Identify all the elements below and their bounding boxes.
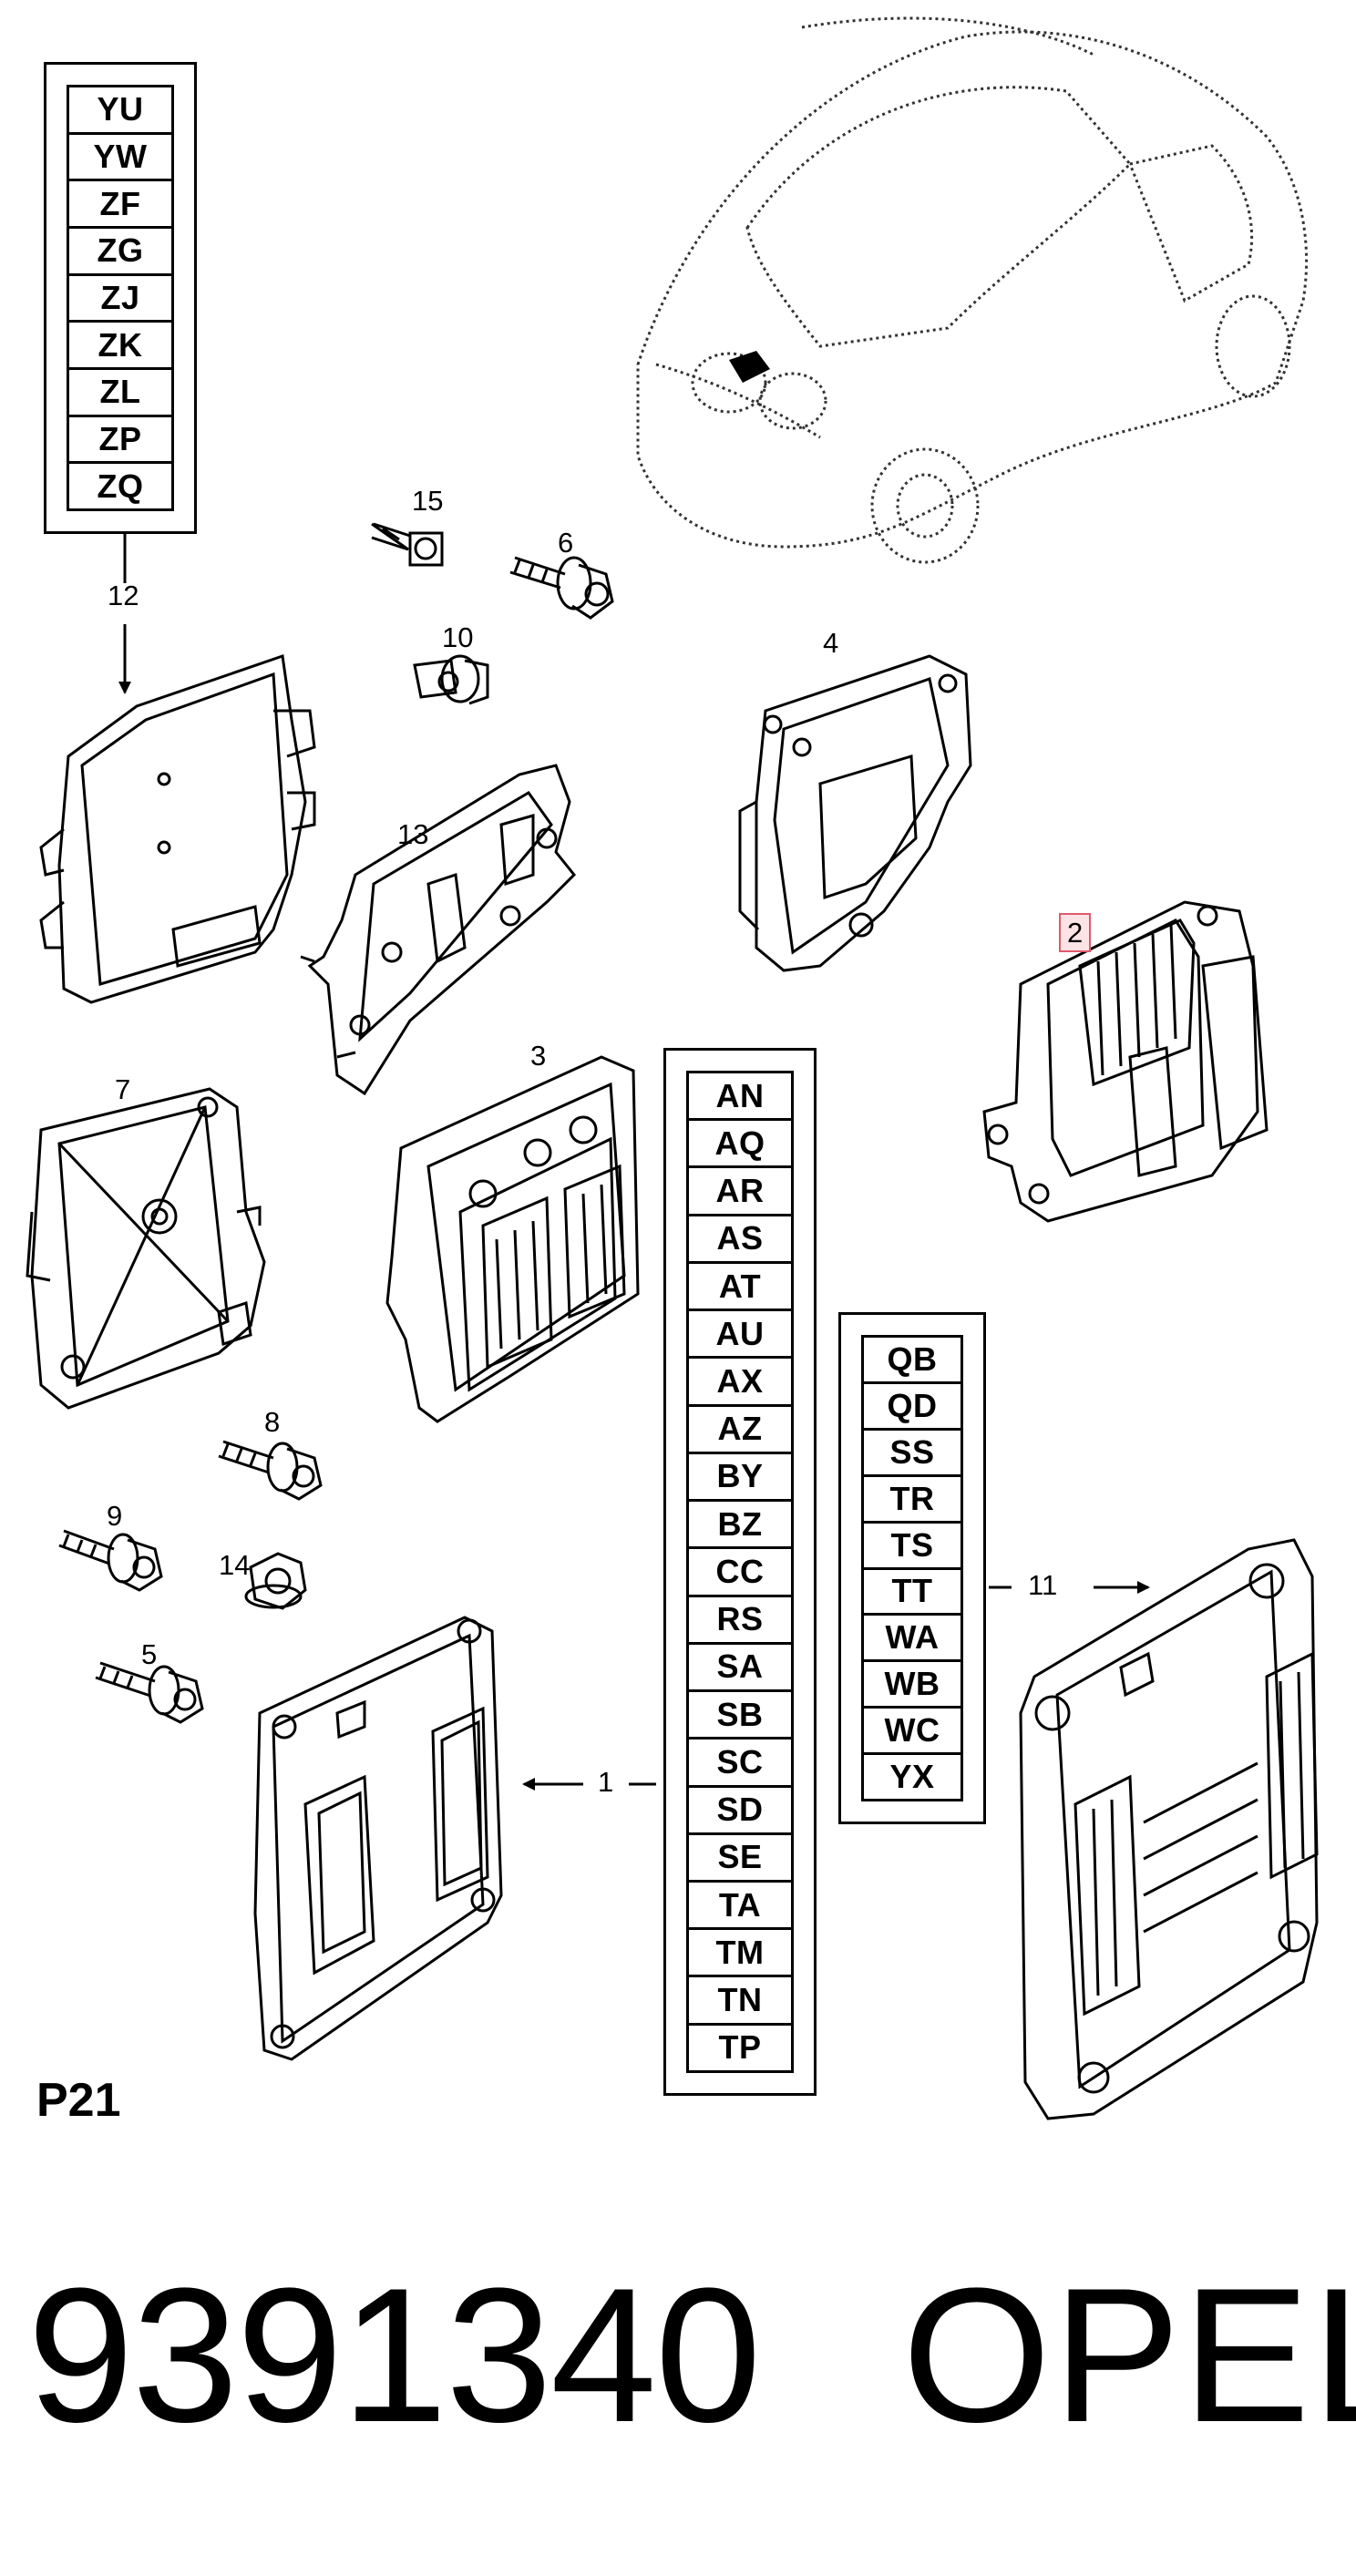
callout-8: 8 bbox=[264, 1406, 281, 1438]
brand-heading: OPEL bbox=[902, 2248, 1356, 2462]
callout-1: 1 bbox=[598, 1766, 614, 1798]
code-cell: WB bbox=[864, 1662, 960, 1709]
part-13-mounting-bracket bbox=[300, 764, 577, 1096]
part-3-ecu-housing bbox=[385, 1055, 640, 1423]
callout-13: 13 bbox=[397, 818, 429, 850]
part-4-ecu-bracket bbox=[738, 654, 972, 972]
ecu-location-marker bbox=[729, 351, 770, 383]
code-cell: AX bbox=[689, 1359, 791, 1407]
callout-4: 4 bbox=[823, 627, 839, 659]
code-cell: ZJ bbox=[69, 276, 171, 323]
code-cell: CC bbox=[689, 1549, 791, 1597]
vehicle-location-illustration bbox=[636, 16, 1309, 564]
part-8-bolt bbox=[218, 1440, 323, 1501]
code-cell: RS bbox=[689, 1597, 791, 1645]
code-cell: TP bbox=[718, 2028, 762, 2067]
code-cell: TS bbox=[864, 1524, 960, 1570]
part-11-ecu bbox=[1019, 1538, 1319, 2120]
code-cell: YW bbox=[69, 135, 171, 182]
code-cell: TN bbox=[689, 1977, 791, 2026]
part-2-ecu-highlighted bbox=[982, 900, 1269, 1223]
callout-9: 9 bbox=[107, 1500, 123, 1532]
code-cell: ZL bbox=[69, 370, 171, 417]
callout-10: 10 bbox=[442, 621, 474, 653]
code-cell: WA bbox=[864, 1616, 960, 1663]
code-cell: SA bbox=[689, 1645, 791, 1693]
code-cell: ZK bbox=[69, 323, 171, 371]
callout-11: 11 bbox=[1028, 1569, 1058, 1601]
part-number-heading: 9391340 bbox=[27, 2248, 762, 2462]
code-cell: QB bbox=[864, 1338, 960, 1384]
code-cell: SB bbox=[689, 1692, 791, 1740]
code-cell: TA bbox=[689, 1883, 791, 1931]
part-14-nut bbox=[244, 1552, 307, 1610]
code-cell: ZG bbox=[69, 229, 171, 276]
part-15-bolt bbox=[371, 522, 444, 567]
code-cell: BZ bbox=[689, 1502, 791, 1550]
code-cell: BY bbox=[689, 1454, 791, 1503]
callout-2-highlighted: 2 bbox=[1059, 913, 1092, 952]
callout-14: 14 bbox=[219, 1549, 251, 1581]
code-cell: AN bbox=[689, 1073, 791, 1122]
code-cell: YX bbox=[889, 1758, 935, 1796]
code-cell: AR bbox=[689, 1168, 791, 1216]
part-12-ecu bbox=[39, 653, 316, 1004]
diagram-reference-label: P21 bbox=[36, 2074, 121, 2127]
part-7-cover-plate bbox=[26, 1087, 266, 1410]
callout-5: 5 bbox=[141, 1638, 158, 1670]
callout-6: 6 bbox=[558, 527, 574, 559]
code-cell: SC bbox=[689, 1740, 791, 1788]
code-cell: ZQ bbox=[97, 467, 144, 505]
callout-7: 7 bbox=[115, 1073, 131, 1105]
part-1-ecu bbox=[253, 1616, 503, 2061]
code-cell: AU bbox=[689, 1311, 791, 1360]
code-cell: SE bbox=[689, 1835, 791, 1883]
code-cell: SS bbox=[864, 1431, 960, 1477]
part-5-bolt bbox=[95, 1661, 204, 1724]
callout-12: 12 bbox=[108, 580, 139, 611]
code-cell: AS bbox=[689, 1216, 791, 1264]
callout-3: 3 bbox=[530, 1040, 547, 1072]
code-cell: TM bbox=[689, 1930, 791, 1978]
part-6-bolt bbox=[509, 556, 614, 620]
code-cell: WC bbox=[864, 1709, 960, 1756]
code-cell: ZF bbox=[69, 181, 171, 230]
code-cell: TR bbox=[864, 1477, 960, 1524]
part-10-bolt bbox=[413, 654, 489, 705]
code-cell: AQ bbox=[689, 1121, 791, 1169]
code-cell: YU bbox=[69, 87, 171, 135]
code-cell: SD bbox=[689, 1788, 791, 1835]
code-cell: ZP bbox=[69, 417, 171, 465]
part-9-bolt bbox=[58, 1529, 163, 1592]
code-cell: AT bbox=[689, 1264, 791, 1312]
code-cell: AZ bbox=[689, 1407, 791, 1454]
code-cell: TT bbox=[864, 1570, 960, 1616]
callout-15: 15 bbox=[412, 485, 444, 517]
code-cell: QD bbox=[864, 1384, 960, 1431]
